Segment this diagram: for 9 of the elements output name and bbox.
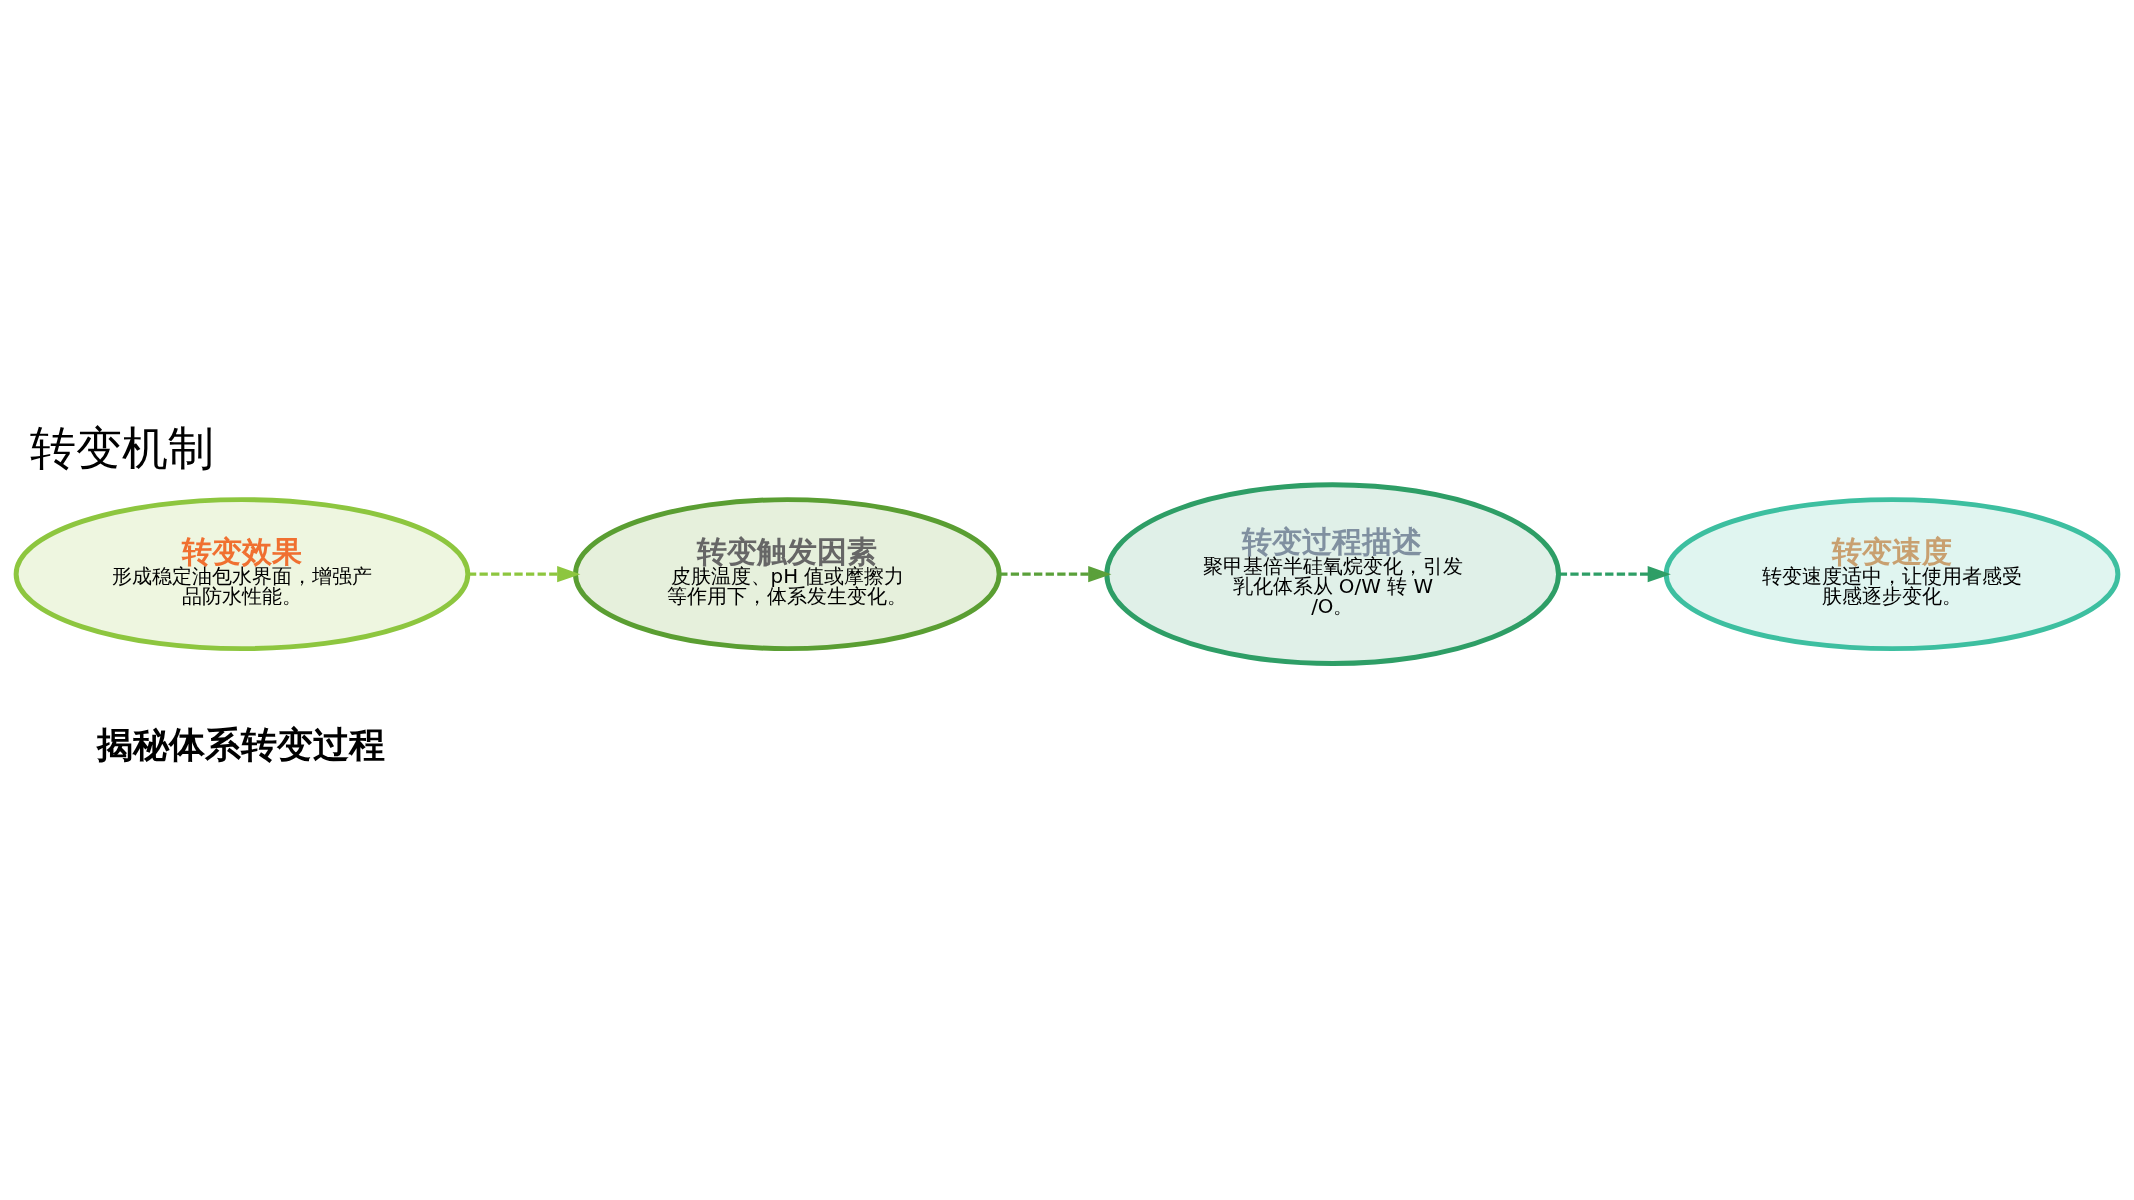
node-ellipse: 转变触发因素 皮肤温度、pH 值或摩擦力等作用下，体系发生变化。 <box>573 497 1002 652</box>
node-ellipse: 转变过程描述 聚甲基倍半硅氧烷变化，引发乳化体系从 O/W 转 W/O。 <box>1104 482 1561 666</box>
node-ellipse: 转变效果 形成稳定油包水界面，增强产品防水性能。 <box>13 497 471 652</box>
arrow <box>999 566 1112 583</box>
diagram-title: 转变机制 <box>30 421 215 476</box>
label: 揭秘体系转变过程 <box>97 723 386 767</box>
arrow <box>468 566 581 583</box>
node-ellipse: 转变速度 转变速度适中，让使用者感受肤感逐步变化。 <box>1663 497 2121 652</box>
arrow <box>1558 566 1671 583</box>
